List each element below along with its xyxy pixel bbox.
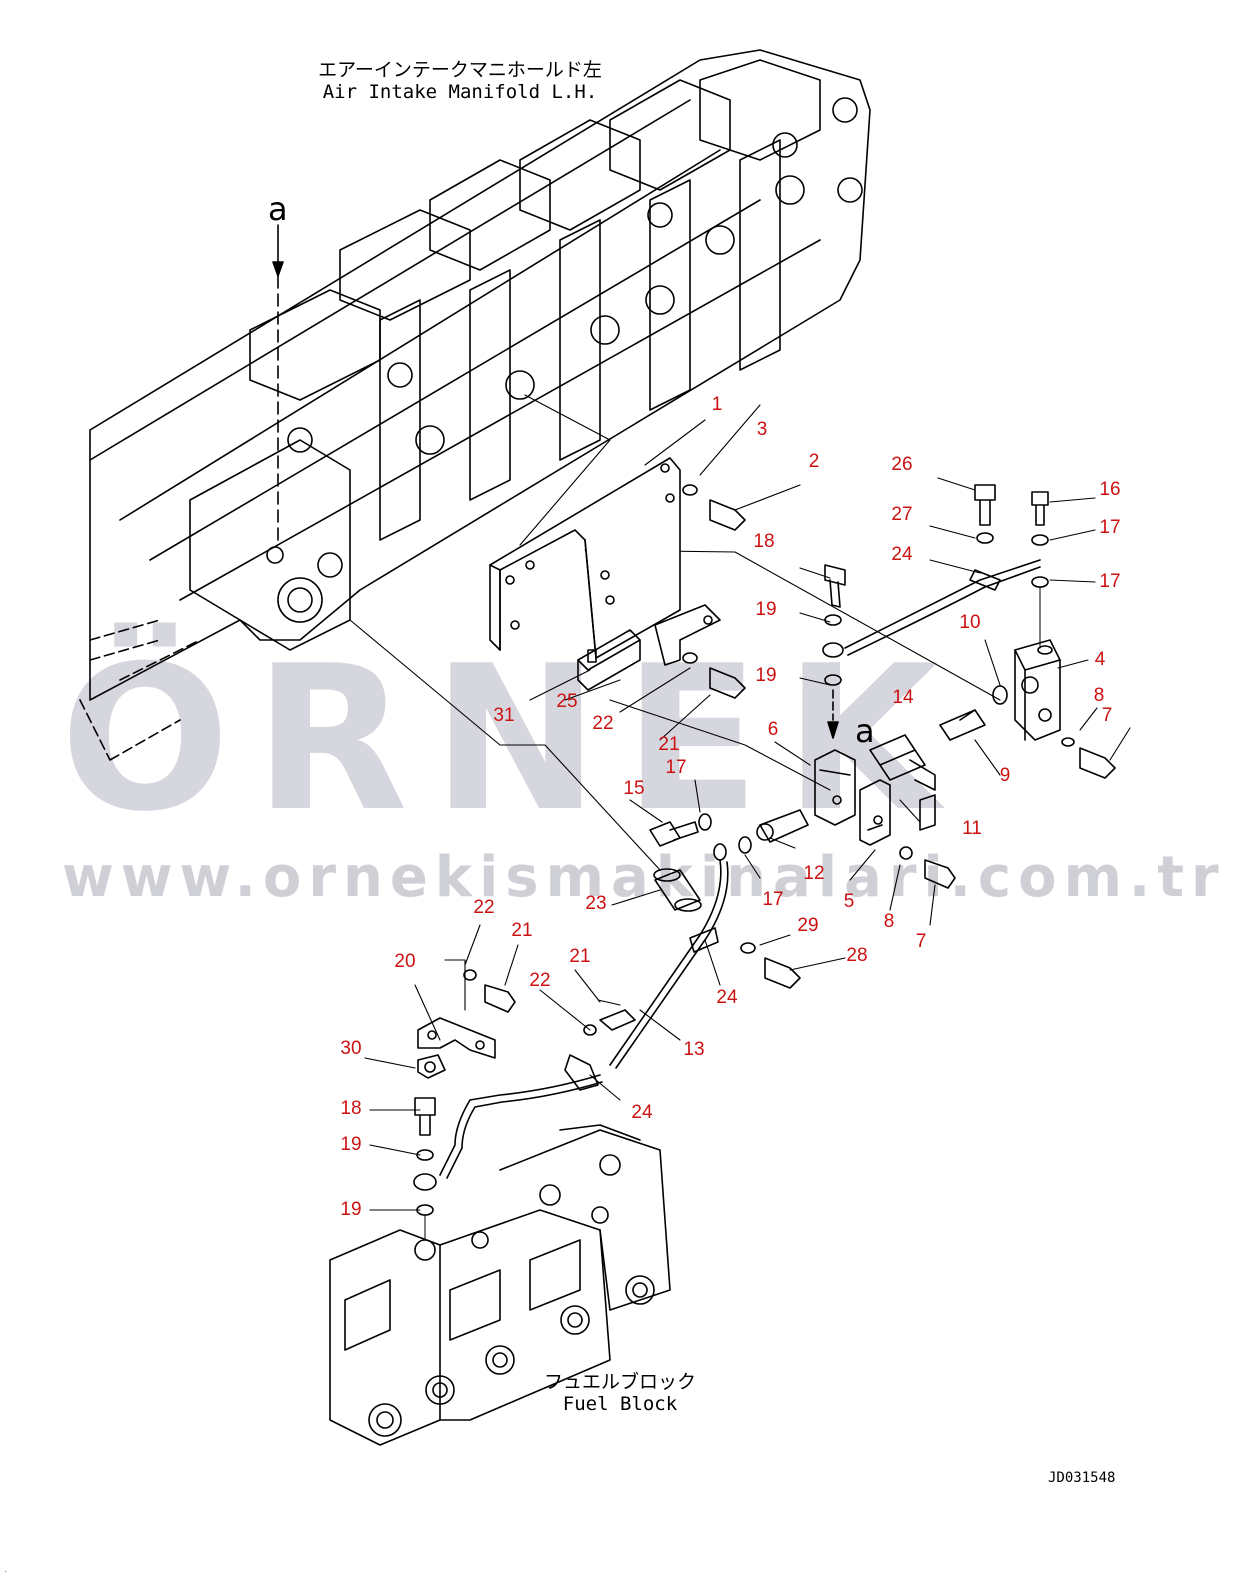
callout-label: 22	[592, 713, 614, 734]
callout-label: 19	[340, 1199, 362, 1220]
drawing-number: JD031548	[1048, 1470, 1116, 1486]
callout-label: 11	[962, 818, 982, 839]
callout-label: 13	[683, 1039, 705, 1060]
callout-label: 23	[585, 893, 607, 914]
view-label-top: a	[268, 190, 288, 228]
callout-label: 15	[623, 778, 645, 799]
callout-label: 19	[340, 1134, 362, 1155]
view-arrow-top	[272, 224, 284, 546]
fuel-block-caption-jp: フュエルブロック	[543, 1371, 696, 1393]
callout-label: 7	[915, 931, 927, 952]
callout-label: 21	[658, 734, 680, 755]
callout-label: 17	[1099, 571, 1121, 592]
svg-text:.: .	[4, 1564, 7, 1575]
callout-label: 17	[665, 757, 687, 778]
callout-label: 17	[1099, 517, 1121, 538]
manifold-caption-en: Air Intake Manifold L.H.	[322, 80, 598, 103]
part-valve-block	[1014, 639, 1061, 741]
air-intake-manifold	[79, 49, 871, 761]
callout-label: 24	[891, 544, 913, 565]
fuel-block	[329, 1124, 671, 1446]
callout-label: 10	[959, 612, 981, 633]
callout-label: 24	[716, 987, 738, 1008]
callout-label: 1	[711, 394, 723, 415]
callout-label: 19	[755, 665, 777, 686]
callout-label: 26	[891, 454, 913, 475]
callout-label: 31	[493, 705, 515, 726]
callout-label: 27	[891, 504, 913, 525]
callout-label: 18	[753, 531, 775, 552]
callout-label: 19	[755, 599, 777, 620]
callout-label: 14	[892, 687, 914, 708]
callout-label: 9	[999, 765, 1011, 786]
callout-label: 17	[762, 889, 784, 910]
part-bracket-31	[654, 604, 721, 666]
fuel-block-caption: フュエルブロック Fuel Block	[520, 1371, 720, 1416]
callout-label: 18	[340, 1098, 362, 1119]
manifold-caption-jp: エアーインテークマニホールド左	[318, 59, 602, 81]
callout-label: 28	[846, 945, 868, 966]
callout-label: 12	[803, 863, 825, 884]
callout-label: 30	[340, 1038, 362, 1059]
callout-label: 8	[1093, 685, 1105, 706]
manifold-caption: エアーインテークマニホールド左 Air Intake Manifold L.H.	[300, 59, 620, 104]
callout-label: 22	[529, 970, 551, 991]
callout-label: 21	[569, 946, 591, 967]
callout-label: 2	[808, 451, 820, 472]
callout-label: 20	[394, 951, 416, 972]
view-label-lower: a	[855, 712, 875, 750]
callout-label: 4	[1094, 649, 1106, 670]
part-label-plate	[577, 629, 641, 691]
callout-label: 16	[1099, 479, 1121, 500]
callout-label: 8	[883, 911, 895, 932]
callout-label: 21	[511, 920, 533, 941]
callout-label: 5	[843, 891, 855, 912]
callout-label: 24	[631, 1102, 653, 1123]
callout-label: 3	[756, 419, 768, 440]
leader-lines	[349, 394, 1131, 1211]
callout-label: 7	[1101, 705, 1113, 726]
part-spacer	[653, 868, 702, 912]
fuel-block-caption-en: Fuel Block	[562, 1392, 678, 1415]
callout-label: 6	[767, 719, 779, 740]
callout-label: 25	[556, 691, 578, 712]
callout-label: 22	[473, 897, 495, 918]
part-clip-6	[814, 749, 856, 826]
part-bracket-20	[417, 1017, 496, 1059]
callout-label: 29	[797, 915, 819, 936]
part-plate	[489, 457, 681, 659]
